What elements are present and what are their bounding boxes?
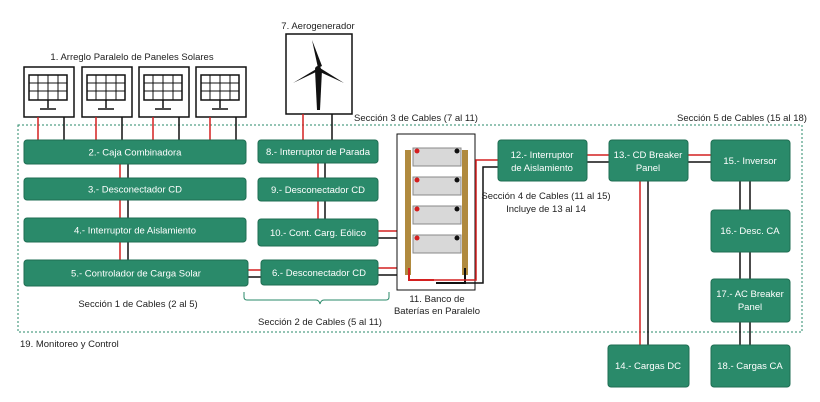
section2-brace <box>243 292 390 305</box>
box-label: 16.- Desc. CA <box>720 226 780 237</box>
section4-label-line1: Sección 4 de Cables (11 al 15) <box>481 191 610 202</box>
cd-panel-to-inverter-wires <box>688 154 711 163</box>
section3-label: Sección 3 de Cables (7 al 11) <box>354 113 478 124</box>
box-dc-disconnect-9: 9.- Desconectador CD <box>257 177 379 202</box>
box-label: 5.- Controlador de Carga Solar <box>71 269 201 280</box>
solar-panels <box>23 66 247 118</box>
solar-panel-icon <box>81 66 133 118</box>
box-label-line1: 13.- CD Breaker <box>614 150 683 161</box>
box-label-line2: Panel <box>636 163 660 174</box>
section5-label: Sección 5 de Cables (15 al 18) <box>677 113 807 124</box>
box-label: 18.- Cargas CA <box>717 361 783 372</box>
box-label: 4.- Interruptor de Aislamiento <box>74 226 196 237</box>
panel-wires <box>37 117 237 140</box>
solar-chain-wires <box>119 164 129 260</box>
box-wind-charge-controller: 10.- Cont. Carg. Eólico <box>257 218 379 247</box>
turbine-wires <box>302 114 333 140</box>
box-isolation-switch-12: 12.- Interruptor de Aislamiento <box>497 139 588 182</box>
box-dc-disconnect-3: 3.- Desconectador CD <box>23 177 247 201</box>
wind-turbine-label: 7. Aerogenerador <box>281 21 354 32</box>
cd-panel-to-dc-loads-wires <box>639 181 649 345</box>
wind-chain-wires <box>317 163 326 219</box>
box-ac-disconnect: 16.- Desc. CA <box>710 209 791 253</box>
section1-label: Sección 1 de Cables (2 al 5) <box>78 299 197 310</box>
battery-to-isolation-wires <box>434 159 498 284</box>
battery-label-line2: Baterías en Paralelo <box>394 306 480 317</box>
box-cd-breaker-panel: 13.- CD Breaker Panel <box>608 139 689 182</box>
controller-to-disconnect-wires <box>248 269 261 278</box>
solar-panel-icon <box>195 66 247 118</box>
box-dc-loads: 14.- Cargas DC <box>607 344 690 388</box>
solar-array-label: 1. Arreglo Paralelo de Paneles Solares <box>50 52 213 63</box>
isolation-to-cd-panel-wires <box>587 154 609 163</box>
box-label-line2: Panel <box>738 302 762 313</box>
system-boundary <box>17 124 803 333</box>
box-label-line2: de Aislamiento <box>511 163 573 174</box>
box-label: 2.- Caja Combinadora <box>89 148 183 159</box>
box-label: 14.- Cargas DC <box>615 361 681 372</box>
battery-label-line1: 11. Banco de <box>409 294 464 305</box>
section4-label-line2: Incluye de 13 al 14 <box>506 204 586 215</box>
box-label: 15.- Inversor <box>723 156 776 167</box>
box-isolation-switch-4: 4.- Interruptor de Aislamiento <box>23 217 247 243</box>
box-label: 6.- Desconectador CD <box>272 268 366 279</box>
box-label-line1: 17.- AC Breaker <box>716 289 784 300</box>
box-combiner: 2.- Caja Combinadora <box>23 139 247 165</box>
section2-label: Sección 2 de Cables (5 al 11) <box>258 317 382 328</box>
box-label: 9.- Desconectador CD <box>271 185 365 196</box>
box-label: 10.- Cont. Carg. Eólico <box>270 228 366 239</box>
monitoring-label: 19. Monitoreo y Control <box>20 339 119 350</box>
box-dc-disconnect-6: 6.- Desconectador CD <box>260 259 379 286</box>
ac-chain-wires <box>739 181 751 345</box>
battery-bank-icon <box>396 133 476 291</box>
box-label: 3.- Desconectador CD <box>88 185 182 196</box>
box-ac-breaker-panel: 17.- AC Breaker Panel <box>710 278 791 323</box>
box-ac-loads: 18.- Cargas CA <box>710 344 791 388</box>
box-inverter: 15.- Inversor <box>710 139 791 182</box>
box-stop-switch: 8.- Interruptor de Parada <box>257 139 379 164</box>
box-solar-charge-controller: 5.- Controlador de Carga Solar <box>23 259 249 287</box>
box-label-line1: 12.- Interruptor <box>511 150 574 161</box>
solar-panel-icon <box>23 66 75 118</box>
solar-panel-icon <box>138 66 190 118</box>
wind-turbine-icon <box>285 33 353 115</box>
box-label: 8.- Interruptor de Parada <box>266 147 371 158</box>
